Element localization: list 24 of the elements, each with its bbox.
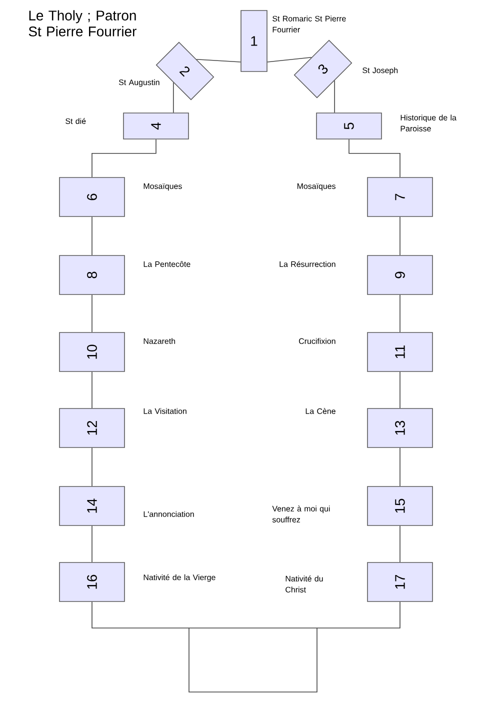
window-box: 8 <box>59 255 125 295</box>
window-box: 13 <box>367 408 433 448</box>
window-box: 14 <box>59 486 125 526</box>
connector-line <box>348 139 400 178</box>
window-box: 4 <box>123 112 189 140</box>
window-box: 7 <box>367 177 433 217</box>
window-box: 6 <box>59 177 125 217</box>
window-box: 12 <box>59 408 125 448</box>
window-box: 10 <box>59 332 125 372</box>
title: Le Tholy ; Patron St Pierre Fourrier <box>28 10 136 36</box>
window-box: 11 <box>367 332 433 372</box>
window-box: 9 <box>367 255 433 295</box>
connector-line <box>334 80 335 113</box>
connector-line <box>196 59 241 62</box>
window-box: 1 <box>240 10 268 72</box>
window-box: 15 <box>367 486 433 526</box>
connector-line <box>92 602 400 628</box>
window-box: 16 <box>59 562 125 602</box>
window-box: 5 <box>316 112 382 140</box>
window-box: 3 <box>294 40 352 98</box>
window-box: 17 <box>367 562 433 602</box>
connector-line <box>92 139 156 178</box>
connector-line <box>267 57 312 62</box>
connector-line <box>173 82 174 113</box>
